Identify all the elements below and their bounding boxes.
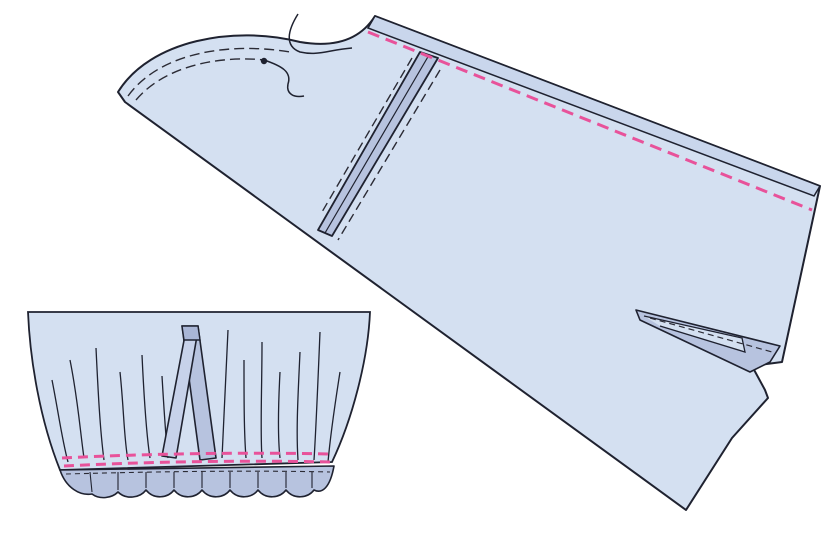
cuff-band-fold	[324, 54, 430, 234]
cap-seam-allowance-inner	[135, 58, 266, 101]
gathering-stitch	[61, 451, 331, 460]
sleeve-top-band	[366, 15, 822, 197]
pink-seam-top	[367, 30, 813, 212]
notch-dot	[260, 57, 268, 65]
gathering-stitch-lower	[63, 459, 331, 468]
placket-strip-top	[181, 325, 201, 341]
sleeve-flat-view	[117, 13, 822, 511]
ruffle	[59, 465, 335, 499]
sleeve-gathered-cuff-detail	[27, 311, 371, 499]
placket-inner-fold	[643, 315, 746, 353]
gather-folds	[51, 329, 341, 463]
ruffle-topstitch	[65, 470, 331, 475]
ruffle-folds	[89, 471, 313, 493]
cuff-band	[317, 51, 439, 237]
thread-tail	[288, 13, 353, 55]
thread-tail-lower	[263, 59, 305, 98]
cuff-topstitch	[321, 57, 413, 213]
cap-seam-allowance	[127, 47, 291, 97]
placket-topstitch	[649, 317, 773, 353]
cuff-topstitch-right	[337, 69, 441, 241]
